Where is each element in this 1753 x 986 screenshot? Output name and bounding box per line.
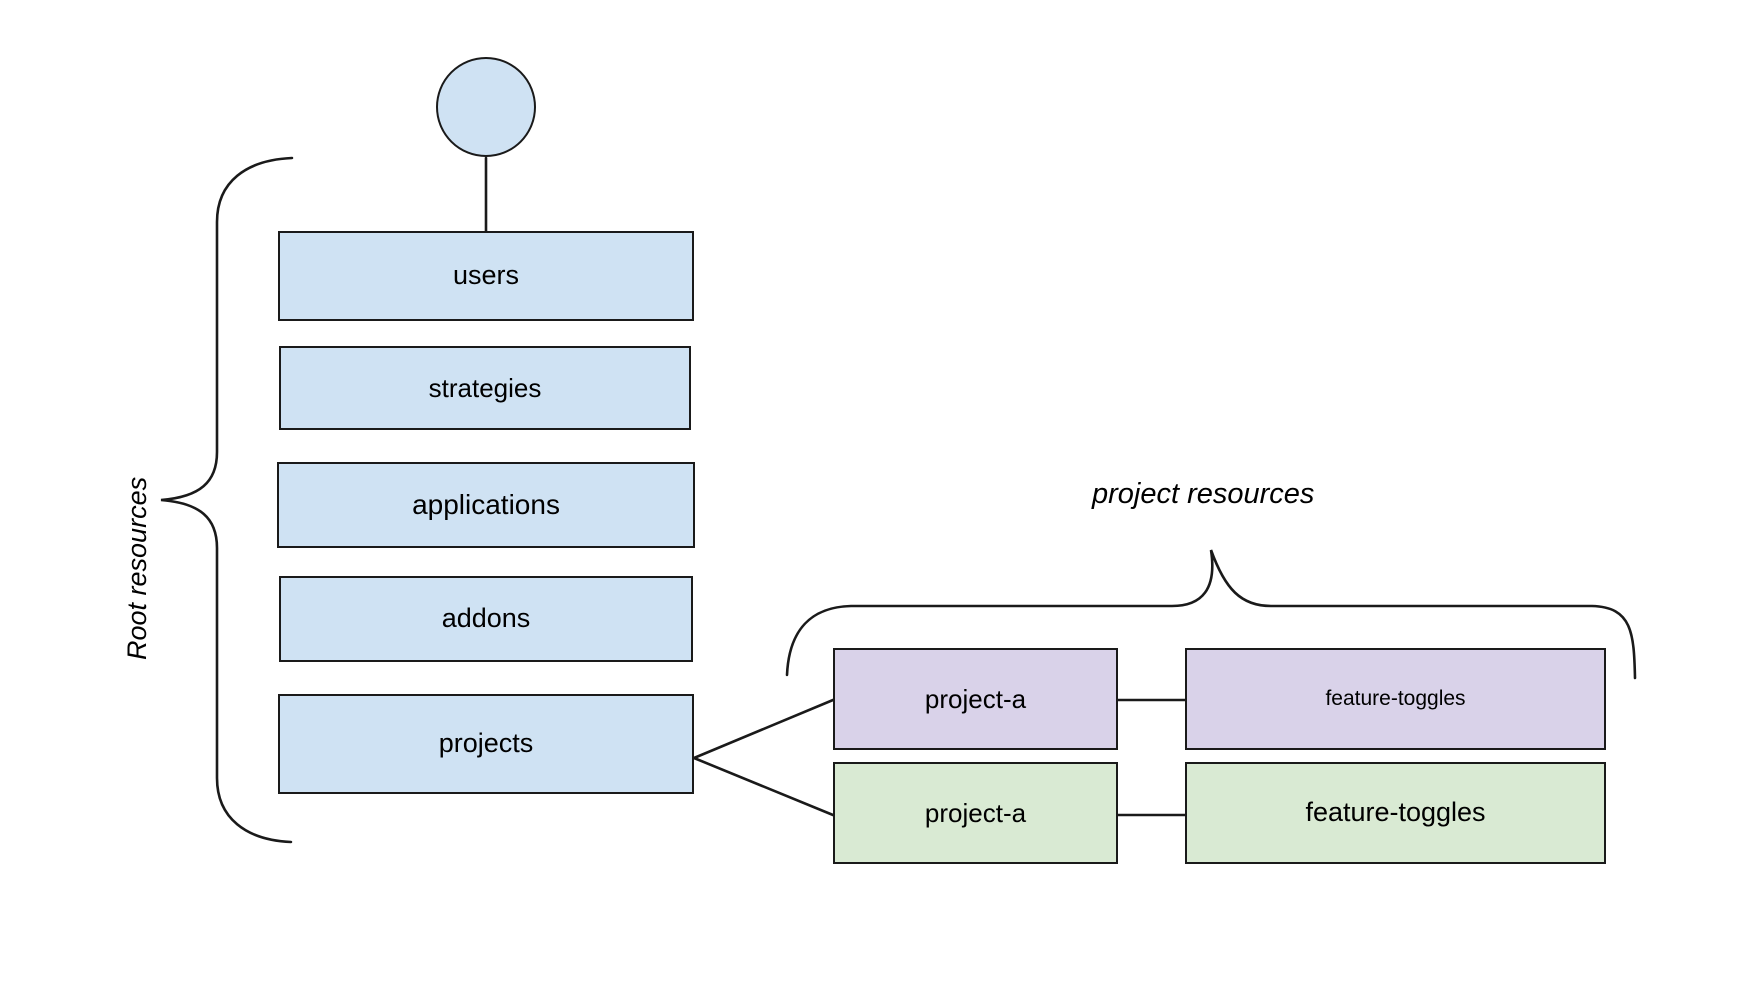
node-applications[interactable]: applications	[277, 462, 695, 548]
node-users-label: users	[452, 260, 520, 291]
node-addons[interactable]: addons	[279, 576, 693, 662]
project-resources-label: project resources	[1092, 478, 1315, 510]
edge-projects-to-project-a-purple	[692, 698, 835, 760]
root-node-circle[interactable]	[436, 57, 536, 157]
node-applications-label: applications	[412, 488, 560, 520]
node-project-a-green[interactable]: project-a	[833, 762, 1118, 864]
node-strategies-label: strategies	[428, 372, 542, 403]
node-feature-toggles-green[interactable]: feature-toggles	[1185, 762, 1606, 864]
node-projects-label: projects	[438, 728, 534, 759]
node-strategies[interactable]: strategies	[279, 346, 691, 430]
root-resources-label: Root resources	[122, 476, 152, 660]
node-project-a-purple[interactable]: project-a	[833, 648, 1118, 750]
edge-projects-to-project-a-green	[692, 756, 835, 817]
node-feature-toggles-purple-label: feature-toggles	[1325, 687, 1466, 711]
node-addons-label: addons	[441, 603, 531, 634]
node-project-a-green-label: project-a	[924, 797, 1027, 828]
node-feature-toggles-purple[interactable]: feature-toggles	[1185, 648, 1606, 750]
node-projects[interactable]: projects	[278, 694, 694, 794]
node-feature-toggles-green-label: feature-toggles	[1305, 797, 1486, 828]
node-users[interactable]: users	[278, 231, 694, 321]
node-project-a-purple-label: project-a	[924, 683, 1027, 714]
root-resources-brace	[160, 156, 294, 844]
